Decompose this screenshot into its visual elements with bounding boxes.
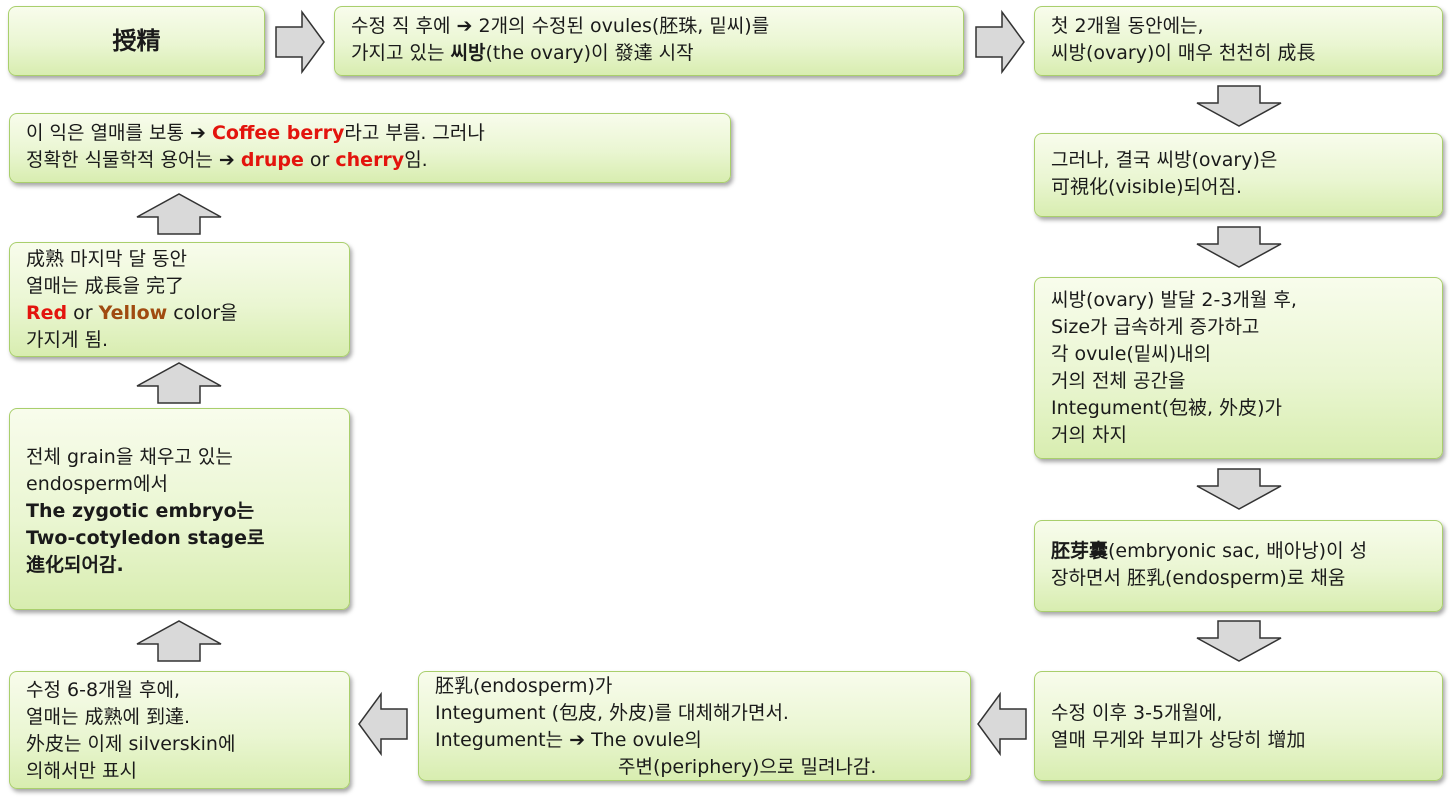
- step-zygotic-embryo-line-2: endosperm에서: [26, 473, 169, 495]
- step-size-increase-line-1: 씨방(ovary) 발달 2-3개월 후,: [1051, 289, 1297, 311]
- step-fertilization-box: 授精: [8, 6, 265, 76]
- arrow-up-icon: [136, 620, 222, 662]
- step-ovary-development-line-2: 가지고 있는 씨방(the ovary)이 發達 시작: [351, 42, 694, 64]
- step-zygotic-embryo-line-5: 進化되어감.: [26, 554, 124, 576]
- arrow-up-icon: [136, 193, 222, 235]
- step-ripening-line-1: 成熟 마지막 달 동안: [26, 248, 187, 270]
- step-zygotic-embryo-line-4: Two-cotyledon stage로: [26, 527, 265, 549]
- step-fertilization-title: 授精: [112, 26, 161, 55]
- step-size-increase-line-4: 거의 전체 공간을: [1051, 370, 1186, 392]
- step-maturity-line-2: 열매는 成熟에 到達.: [26, 706, 191, 728]
- right-arrow-icon: ➔: [456, 15, 473, 37]
- arrow-down-icon: [1196, 226, 1282, 268]
- arrow-down-icon: [1196, 468, 1282, 510]
- right-arrow-icon: ➔: [218, 149, 235, 171]
- step-coffee-berry-line-1: 이 익은 열매를 보통 ➔ Coffee berry라고 부름. 그러나: [26, 122, 485, 144]
- step-integument-replaced-line-1: 胚乳(endosperm)가: [435, 675, 613, 697]
- step-size-increase-box: 씨방(ovary) 발달 2-3개월 후, Size가 급속하게 증가하고 각 …: [1034, 277, 1443, 459]
- step-first-two-months-line-2: 씨방(ovary)이 매우 천천히 成長: [1051, 42, 1316, 64]
- arrow-down-icon: [1196, 620, 1282, 662]
- step-size-increase-line-3: 각 ovule(밑씨)내의: [1051, 343, 1212, 365]
- arrow-left-icon: [358, 691, 408, 757]
- step-size-increase-line-5: Integument(包被, 外皮)가: [1051, 397, 1282, 419]
- step-weight-increase-line-1: 수정 이후 3-5개월에,: [1051, 702, 1223, 724]
- step-maturity-line-3: 外皮는 이제 silverskin에: [26, 733, 236, 755]
- step-integument-replaced-line-3: Integument는 ➔ The ovule의: [435, 729, 702, 751]
- step-first-two-months-box: 첫 2개월 동안에는, 씨방(ovary)이 매우 천천히 成長: [1034, 6, 1443, 76]
- step-first-two-months-line-1: 첫 2개월 동안에는,: [1051, 15, 1204, 37]
- step-size-increase-line-6: 거의 차지: [1051, 424, 1127, 446]
- right-arrow-icon: ➔: [569, 729, 586, 751]
- step-zygotic-embryo-line-3: The zygotic embryo는: [26, 500, 255, 522]
- step-weight-increase-line-2: 열매 무게와 부피가 상당히 增加: [1051, 729, 1306, 751]
- step-embryonic-sac-line-1: 胚芽囊(embryonic sac, 배아낭)이 성: [1051, 540, 1368, 562]
- step-maturity-line-1: 수정 6-8개월 후에,: [26, 679, 181, 701]
- arrow-left-icon: [977, 691, 1027, 757]
- right-arrow-icon: ➔: [190, 122, 206, 144]
- step-size-increase-line-2: Size가 급속하게 증가하고: [1051, 316, 1260, 338]
- step-integument-replaced-box: 胚乳(endosperm)가 Integument (包皮, 外皮)를 대체해가…: [418, 671, 971, 781]
- step-embryonic-sac-line-2: 장하면서 胚乳(endosperm)로 채움: [1051, 567, 1346, 589]
- step-ripening-line-2: 열매는 成長을 完了: [26, 275, 184, 297]
- step-integument-replaced-line-4: 주변(periphery)으로 밀려나감.: [618, 756, 877, 778]
- arrow-down-icon: [1196, 85, 1282, 127]
- step-maturity-box: 수정 6-8개월 후에, 열매는 成熟에 到達. 外皮는 이제 silversk…: [9, 671, 350, 789]
- step-ripening-box: 成熟 마지막 달 동안 열매는 成長을 完了 Red or Yellow col…: [9, 242, 350, 357]
- step-ovary-development-line-1: 수정 직 후에 ➔ 2개의 수정된 ovules(胚珠, 밑씨)를: [351, 15, 770, 37]
- step-zygotic-embryo-box: 전체 grain을 채우고 있는 endosperm에서 The zygotic…: [9, 408, 350, 610]
- step-weight-increase-box: 수정 이후 3-5개월에, 열매 무게와 부피가 상당히 增加: [1034, 671, 1443, 781]
- arrow-right-icon: [975, 9, 1025, 75]
- arrow-right-icon: [275, 9, 325, 75]
- arrow-up-icon: [136, 362, 222, 404]
- step-maturity-line-4: 의해서만 표시: [26, 760, 137, 782]
- step-zygotic-embryo-line-1: 전체 grain을 채우고 있는: [26, 446, 233, 468]
- step-ovary-visible-line-1: 그러나, 결국 씨방(ovary)은: [1051, 149, 1278, 171]
- step-coffee-berry-line-2: 정확한 식물학적 용어는 ➔ drupe or cherry임.: [26, 149, 428, 171]
- step-ovary-development-box: 수정 직 후에 ➔ 2개의 수정된 ovules(胚珠, 밑씨)를 가지고 있는…: [334, 6, 964, 76]
- step-ripening-line-3: Red or Yellow color을: [26, 302, 238, 324]
- step-ripening-line-4: 가지게 됨.: [26, 329, 108, 351]
- step-ovary-visible-line-2: 可視化(visible)되어짐.: [1051, 176, 1243, 198]
- step-embryonic-sac-box: 胚芽囊(embryonic sac, 배아낭)이 성 장하면서 胚乳(endos…: [1034, 520, 1443, 612]
- step-integument-replaced-line-2: Integument (包皮, 外皮)를 대체해가면서.: [435, 702, 789, 724]
- step-ovary-visible-box: 그러나, 결국 씨방(ovary)은 可視化(visible)되어짐.: [1034, 133, 1443, 217]
- step-coffee-berry-box: 이 익은 열매를 보통 ➔ Coffee berry라고 부름. 그러나 정확한…: [9, 113, 731, 183]
